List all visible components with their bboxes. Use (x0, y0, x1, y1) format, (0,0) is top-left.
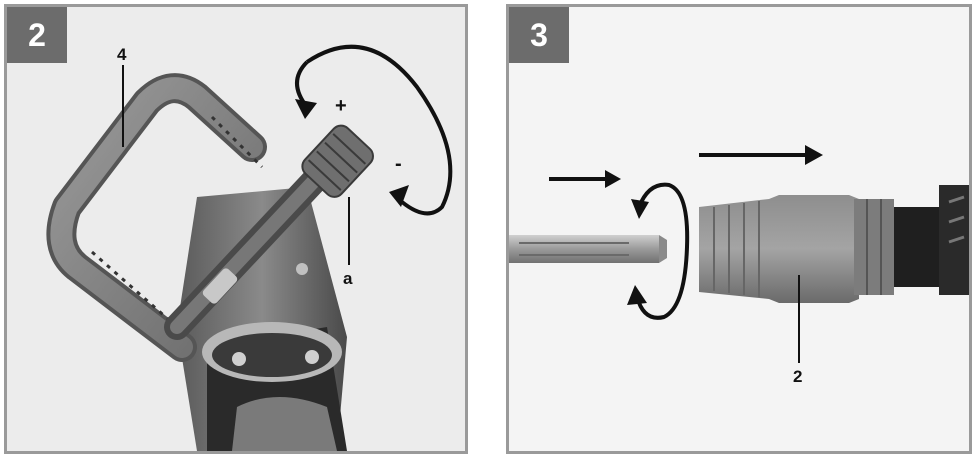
drill-bit (509, 235, 667, 263)
d-handle (46, 73, 267, 362)
tool-chuck (699, 185, 969, 303)
panel-number-badge: 2 (7, 7, 67, 63)
drill-body (177, 187, 347, 451)
rotation-plus-sign: + (335, 95, 347, 117)
callout-label-4: 4 (117, 45, 127, 64)
handle-rod-and-knob (164, 124, 374, 340)
insert-arrows (549, 145, 823, 188)
chuck-insertion-illustration (509, 7, 969, 451)
rotation-minus-sign: - (395, 153, 402, 175)
figure-panel-2: 2 (4, 4, 468, 454)
panel-number-badge: 3 (509, 7, 569, 63)
rotation-arrow (295, 44, 453, 216)
callout-label-2: 2 (793, 367, 803, 386)
figure-panel-3: 3 (506, 4, 972, 454)
callout-label-a: a (343, 269, 353, 288)
twist-arrow (627, 182, 690, 320)
drill-handle-illustration (7, 7, 465, 451)
